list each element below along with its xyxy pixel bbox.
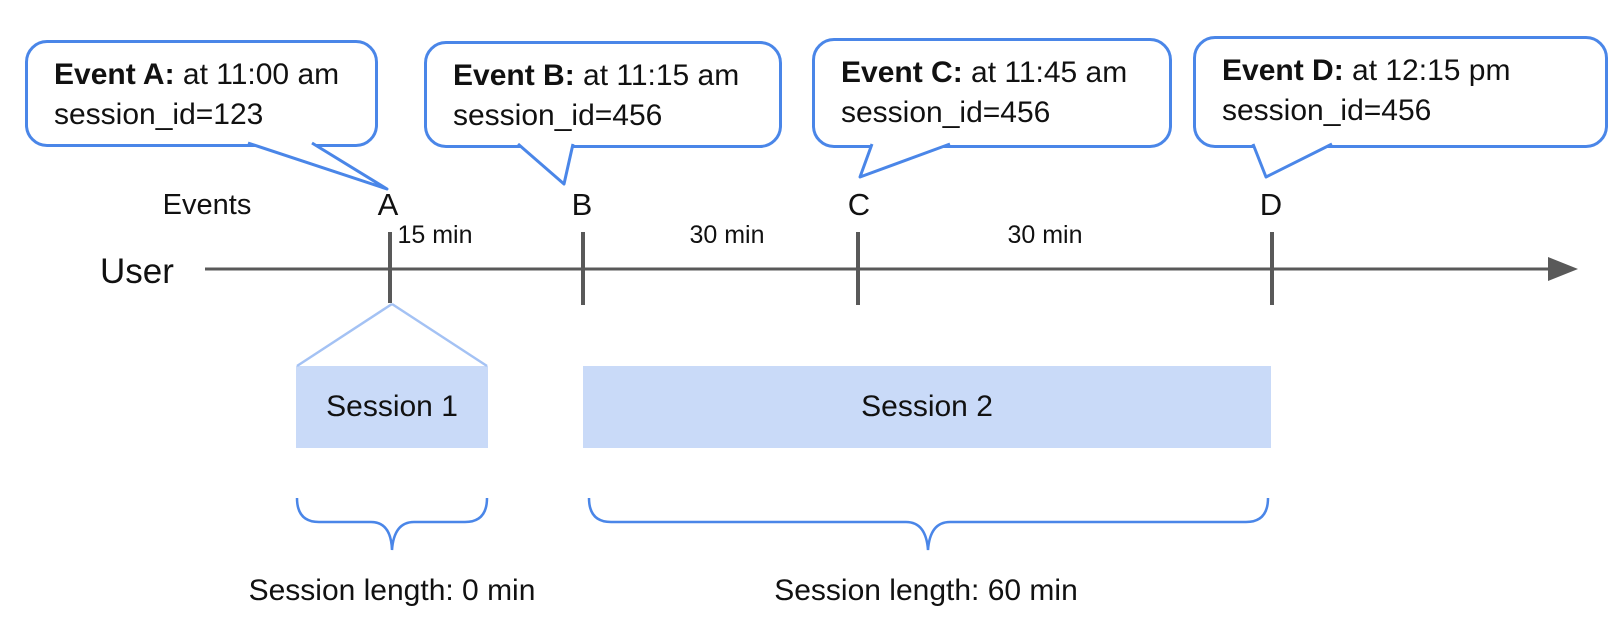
callout-d-tail-icon bbox=[1251, 142, 1333, 179]
timeline-arrowhead-icon bbox=[1548, 257, 1578, 281]
event-c-session-id: session_id=456 bbox=[841, 96, 1051, 129]
event-c-title: Event C: bbox=[841, 56, 963, 89]
interval-a-b: 15 min bbox=[397, 221, 473, 249]
funnel-left-line bbox=[296, 302, 393, 368]
callout-c-tail-icon bbox=[858, 142, 951, 179]
event-b-time: at 11:15 am bbox=[574, 59, 740, 92]
event-b-title: Event B: bbox=[453, 59, 575, 92]
events-row-label: Events bbox=[162, 189, 252, 221]
event-b-session-id: session_id=456 bbox=[453, 99, 663, 132]
event-a-time: at 11:00 am bbox=[174, 58, 340, 91]
session-2-box: Session 2 bbox=[583, 366, 1271, 448]
callout-a-tail-icon bbox=[247, 141, 389, 191]
user-row-label: User bbox=[100, 252, 174, 291]
callout-event-d: Event D: at 12:15 pm session_id=456 bbox=[1193, 36, 1608, 148]
event-marker-c: C bbox=[847, 187, 871, 222]
interval-c-d: 30 min bbox=[1007, 221, 1083, 249]
callout-b-tail-icon bbox=[517, 142, 575, 186]
callout-event-b-line1: Event B: at 11:15 am bbox=[453, 56, 763, 96]
session-1-label: Session 1 bbox=[326, 390, 458, 423]
session-1-length-label: Session length: 0 min bbox=[248, 574, 536, 607]
session-2-label: Session 2 bbox=[861, 390, 993, 423]
event-marker-a: A bbox=[377, 187, 399, 222]
event-a-session-id: session_id=123 bbox=[54, 98, 264, 131]
callout-event-b: Event B: at 11:15 am session_id=456 bbox=[424, 41, 782, 148]
event-c-time: at 11:45 am bbox=[962, 56, 1128, 89]
session-2-brace bbox=[587, 497, 1270, 551]
callout-event-a: Event A: at 11:00 am session_id=123 bbox=[25, 40, 378, 147]
callout-event-a-line1: Event A: at 11:00 am bbox=[54, 55, 359, 95]
session-1-box: Session 1 bbox=[296, 366, 488, 448]
event-marker-d: D bbox=[1259, 187, 1283, 222]
callout-event-d-line1: Event D: at 12:15 pm bbox=[1222, 51, 1589, 91]
funnel-right-line bbox=[391, 302, 488, 368]
interval-b-c: 30 min bbox=[689, 221, 765, 249]
event-marker-b: B bbox=[571, 187, 593, 222]
session-1-brace bbox=[295, 497, 489, 551]
event-d-time: at 12:15 pm bbox=[1343, 54, 1511, 87]
session-2-length-label: Session length: 60 min bbox=[774, 574, 1078, 607]
callout-event-c: Event C: at 11:45 am session_id=456 bbox=[812, 38, 1172, 148]
event-a-title: Event A: bbox=[54, 58, 175, 91]
callout-event-c-line1: Event C: at 11:45 am bbox=[841, 53, 1153, 93]
event-d-session-id: session_id=456 bbox=[1222, 94, 1432, 127]
event-d-title: Event D: bbox=[1222, 54, 1344, 87]
